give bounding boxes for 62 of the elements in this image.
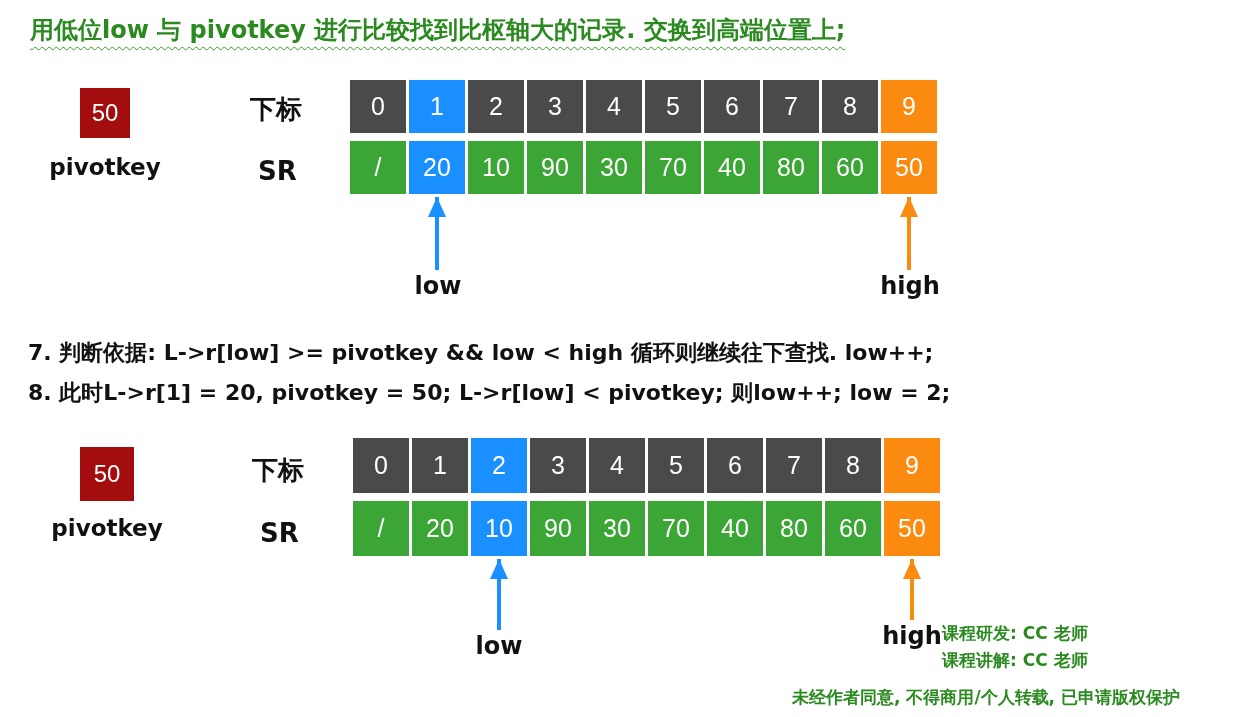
credit-text: 课程讲解: CC 老师 — [942, 649, 1088, 672]
index-cell: 1 — [412, 438, 468, 493]
value-cell: 40 — [704, 141, 760, 194]
value-cell: 50 — [884, 501, 940, 556]
pivot-caption: pivotkey — [51, 515, 163, 541]
arrow — [900, 197, 918, 270]
pivot-caption: pivotkey — [49, 154, 161, 180]
value-cell: / — [353, 501, 409, 556]
index-cell: 0 — [353, 438, 409, 493]
index-cell: 2 — [471, 438, 527, 493]
index-cell: 3 — [530, 438, 586, 493]
value-cell: 40 — [707, 501, 763, 556]
note-text: 8. 此时L->r[1] = 20, pivotkey = 50; L->r[low] < pivotkey; 则low++; low = 2; — [28, 379, 951, 407]
index-cell: 4 — [589, 438, 645, 493]
index-cell: 6 — [707, 438, 763, 493]
index-cell: 7 — [766, 438, 822, 493]
pointer-label: high — [882, 622, 942, 650]
index-cell: 3 — [527, 80, 583, 133]
index-cell: 8 — [822, 80, 878, 133]
arrow — [903, 559, 921, 620]
value-cell: 60 — [822, 141, 878, 194]
pointer-label: high — [880, 272, 940, 300]
credit-text: 课程研发: CC 老师 — [942, 622, 1088, 643]
index-cell: 5 — [648, 438, 704, 493]
row-label: 下标 — [250, 93, 302, 126]
value-cell: 90 — [527, 141, 583, 194]
value-cell: 80 — [763, 141, 819, 194]
index-cell: 8 — [825, 438, 881, 493]
arrow — [428, 197, 446, 270]
pointer-label: low — [414, 272, 462, 300]
value-cell: / — [350, 141, 406, 194]
pivot-box: 50 — [80, 88, 130, 138]
index-cell: 5 — [645, 80, 701, 133]
value-cell: 10 — [471, 501, 527, 556]
row-label: SR — [260, 518, 299, 548]
value-cell: 50 — [881, 141, 937, 194]
index-cell: 1 — [409, 80, 465, 133]
arrow — [490, 559, 508, 630]
index-cell: 9 — [884, 438, 940, 493]
pivot-box: 50 — [80, 447, 134, 501]
index-cell: 7 — [763, 80, 819, 133]
value-cell: 70 — [648, 501, 704, 556]
index-cell: 0 — [350, 80, 406, 133]
value-cell: 70 — [645, 141, 701, 194]
value-cell: 20 — [409, 141, 465, 194]
title: 用低位low 与 pivotkey 进行比较找到比枢轴大的记录. 交换到高端位置上; — [30, 15, 846, 46]
row-label: SR — [258, 156, 297, 186]
index-cell: 4 — [586, 80, 642, 133]
copyright-notice: 未经作者同意, 不得商用/个人转载, 已申请版权保护 — [792, 686, 1180, 709]
value-cell: 60 — [825, 501, 881, 556]
note-text: 7. 判断依据: L->r[low] >= pivotkey && low < high 循环则继续往下查找. low++; — [28, 339, 934, 367]
row-label: 下标 — [252, 454, 304, 487]
value-cell: 90 — [530, 501, 586, 556]
index-cell: 9 — [881, 80, 937, 133]
index-cell: 6 — [704, 80, 760, 133]
value-cell: 30 — [589, 501, 645, 556]
value-cell: 80 — [766, 501, 822, 556]
value-cell: 30 — [586, 141, 642, 194]
pointer-label: low — [475, 632, 523, 660]
value-cell: 20 — [412, 501, 468, 556]
index-cell: 2 — [468, 80, 524, 133]
value-cell: 10 — [468, 141, 524, 194]
